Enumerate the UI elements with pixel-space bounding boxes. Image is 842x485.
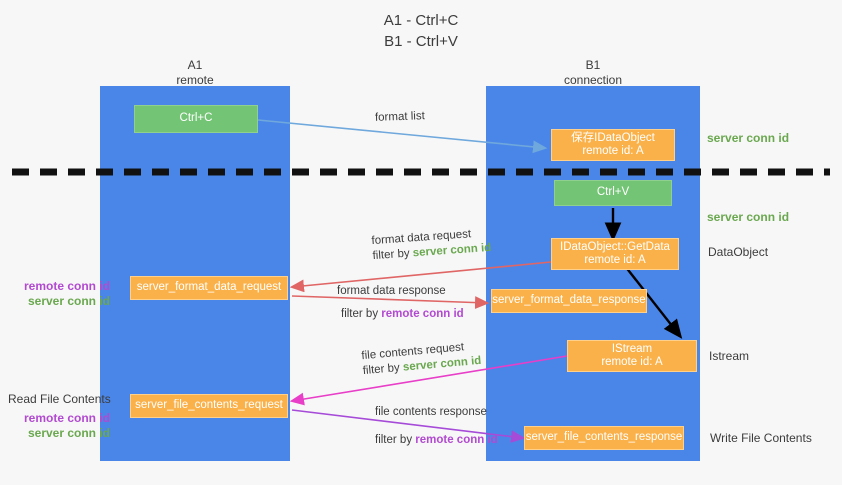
arrow-format-list xyxy=(257,119,548,154)
node-server-file-contents-response-label: server_file_contents_response xyxy=(525,431,683,444)
node-server-format-data-request[interactable]: server_format_data_request xyxy=(130,276,288,300)
node-server-format-data-request-label: server_format_data_request xyxy=(136,281,282,294)
arrow-file-contents-response xyxy=(291,409,526,443)
lane-b1-name: B1 xyxy=(585,58,601,72)
lane-header-a1: A1 remote xyxy=(100,58,290,88)
label-server-conn-id-mid: server conn id xyxy=(707,210,790,224)
node-ctrl-v-label: Ctrl+V xyxy=(596,186,630,199)
edge-label-file-contents-response-group: file contents response filter by remote … xyxy=(375,405,498,448)
filter-value-remote-conn-id: remote conn id xyxy=(415,434,498,446)
node-ctrl-c-label: Ctrl+C xyxy=(179,112,213,125)
label-left-conn-ids-bottom: remote conn id server conn id xyxy=(10,411,110,441)
edge-filter-format-data-response: filter by remote conn id xyxy=(337,299,464,322)
node-save-idataobject-line1: 保存IDataObject xyxy=(571,131,655,144)
label-server-conn-id-mid-left: server conn id xyxy=(27,294,110,308)
node-getdata-line1: IDataObject::GetData xyxy=(560,240,670,253)
label-dataobject: DataObject xyxy=(708,245,769,259)
node-server-format-data-response[interactable]: server_format_data_response xyxy=(491,289,647,313)
lane-a1-role: remote xyxy=(176,73,214,87)
lane-b1-role: connection xyxy=(563,73,623,87)
node-istream-line1: IStream xyxy=(611,342,653,355)
filter-prefix: filter by xyxy=(341,308,382,320)
arrow-format-data-request xyxy=(289,261,552,293)
diagram-title: A1 - Ctrl+C B1 - Ctrl+V xyxy=(0,10,842,52)
edge-label-format-data-response-group: format data response filter by remote co… xyxy=(337,284,464,322)
title-line-2: B1 - Ctrl+V xyxy=(384,33,458,50)
node-save-idataobject-line2: remote id: A xyxy=(582,145,644,157)
filter-value-remote-conn-id: remote conn id xyxy=(381,308,464,320)
filter-prefix: filter by xyxy=(362,361,404,378)
title-line-1: A1 - Ctrl+C xyxy=(383,12,459,29)
label-remote-conn-id-mid: remote conn id xyxy=(23,279,110,293)
node-istream[interactable]: IStream remote id: A xyxy=(567,340,697,372)
label-istream: Istream xyxy=(709,349,750,363)
node-server-file-contents-request[interactable]: server_file_contents_request xyxy=(130,394,288,418)
node-istream-line2: remote id: A xyxy=(601,356,663,368)
filter-prefix: filter by xyxy=(372,247,414,263)
label-read-file-contents: Read File Contents xyxy=(8,392,111,406)
node-server-file-contents-request-label: server_file_contents_request xyxy=(135,399,283,412)
node-getdata[interactable]: IDataObject::GetData remote id: A xyxy=(551,238,679,270)
arrow-format-data-response xyxy=(291,295,490,309)
arrow-getdata-to-istream xyxy=(624,265,683,339)
filter-prefix: filter by xyxy=(375,434,416,446)
label-server-conn-id-top: server conn id xyxy=(707,131,790,145)
label-write-file-contents: Write File Contents xyxy=(710,431,812,445)
node-server-format-data-response-label: server_format_data_response xyxy=(492,294,646,307)
label-remote-conn-id-bottom: remote conn id xyxy=(23,411,110,425)
edge-label-format-list: format list xyxy=(374,110,426,124)
node-getdata-line2: remote id: A xyxy=(584,254,646,266)
edge-filter-file-contents-response: filter by remote conn id xyxy=(375,420,498,448)
label-server-conn-id-bottom: server conn id xyxy=(27,426,110,440)
node-server-file-contents-response[interactable]: server_file_contents_response xyxy=(524,426,684,450)
lane-header-b1: B1 connection xyxy=(486,58,700,88)
arrow-file-contents-request xyxy=(289,355,568,406)
edge-label-format-data-response: format data response xyxy=(337,285,446,297)
lane-a1-name: A1 xyxy=(187,58,203,72)
label-left-conn-ids-mid: remote conn id server conn id xyxy=(10,279,110,309)
node-ctrl-v[interactable]: Ctrl+V xyxy=(554,180,672,206)
node-ctrl-c[interactable]: Ctrl+C xyxy=(134,105,258,133)
edge-label-file-contents-response: file contents response xyxy=(375,406,487,418)
node-save-idataobject[interactable]: 保存IDataObject remote id: A xyxy=(551,129,675,161)
